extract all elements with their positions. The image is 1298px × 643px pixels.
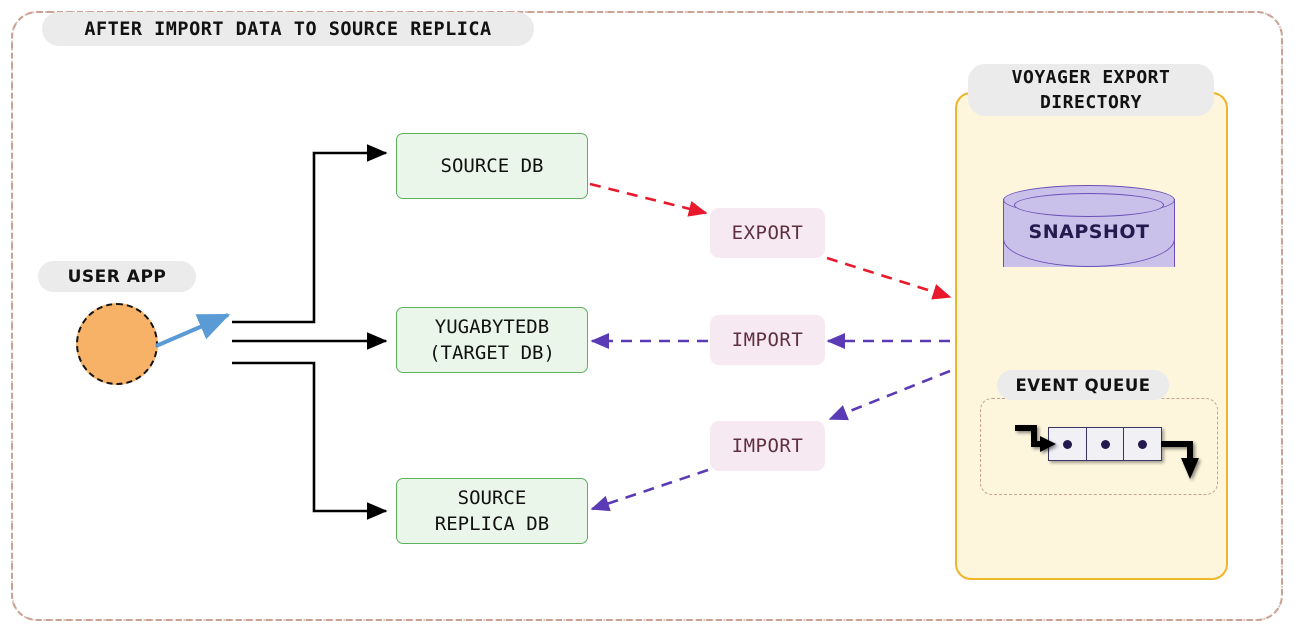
user-app-title: USER APP: [38, 261, 196, 292]
target-db-node[interactable]: YUGABYTEDB (TARGET DB): [396, 307, 588, 373]
frame-title: AFTER IMPORT DATA TO SOURCE REPLICA: [42, 12, 534, 46]
snapshot-label: SNAPSHOT: [1028, 221, 1150, 243]
event-queue-cells[interactable]: [1048, 427, 1163, 461]
import-label-replica[interactable]: IMPORT: [710, 421, 825, 471]
source-db-node[interactable]: SOURCE DB: [396, 133, 588, 199]
export-label[interactable]: EXPORT: [710, 208, 825, 258]
queue-item-dot-icon: [1062, 439, 1072, 449]
voyager-panel-title: VOYAGER EXPORT DIRECTORY: [968, 64, 1214, 116]
queue-cell: [1086, 427, 1125, 461]
voyager-title-line-1: VOYAGER EXPORT: [1011, 67, 1171, 88]
event-queue-title: EVENT QUEUE: [997, 370, 1169, 400]
cylinder-top-inner: [1014, 193, 1164, 217]
import-label-target[interactable]: IMPORT: [710, 315, 825, 365]
replica-db-node[interactable]: SOURCE REPLICA DB: [396, 478, 588, 544]
queue-cell: [1124, 427, 1163, 461]
voyager-title-line-2: DIRECTORY: [1039, 92, 1143, 113]
snapshot-cylinder-icon[interactable]: SNAPSHOT: [1003, 185, 1175, 281]
outer-frame: [11, 11, 1283, 621]
queue-item-dot-icon: [1138, 439, 1148, 449]
user-app-node[interactable]: [76, 303, 158, 385]
queue-item-dot-icon: [1100, 439, 1110, 449]
voyager-export-directory-panel: [955, 92, 1228, 580]
queue-cell: [1048, 427, 1087, 461]
